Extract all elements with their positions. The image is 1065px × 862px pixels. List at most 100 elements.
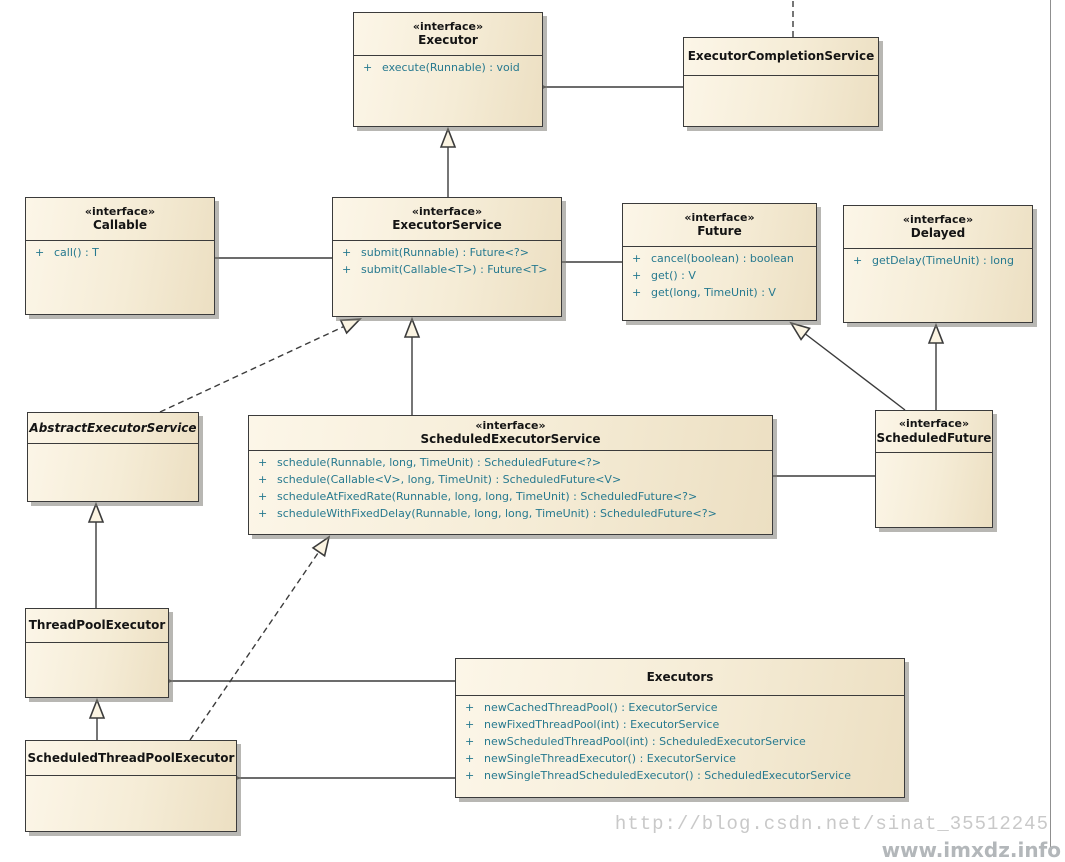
- method-signature: getDelay(TimeUnit) : long: [872, 254, 1014, 267]
- class-scheduled-future: «interface»ScheduledFuture: [875, 410, 993, 528]
- method-row: + newCachedThreadPool() : ExecutorService: [463, 701, 900, 718]
- method-row: + schedule(Runnable, long, TimeUnit) : Sc…: [256, 456, 768, 473]
- method-row: +cancel(boolean) : boolean: [630, 252, 812, 269]
- connector-generalization-scheduled-future-to-future: [791, 323, 906, 411]
- class-executors: Executors + newCachedThreadPool() : Execut…: [455, 658, 905, 798]
- stereotype-label: «interface»: [411, 204, 483, 218]
- visibility-public-symbol: +: [465, 769, 475, 782]
- method-signature: newSingleThreadExecutor() : ExecutorServ…: [484, 752, 736, 765]
- method-signature: newSingleThreadScheduledExecutor() : Sch…: [484, 769, 851, 782]
- class-header: «interface»Future: [623, 204, 816, 247]
- class-name: ScheduledThreadPoolExecutor: [27, 750, 235, 765]
- operations-compartment: + newCachedThreadPool() : ExecutorService…: [456, 696, 904, 797]
- class-header: AbstractExecutorService: [28, 413, 198, 444]
- connector-realization-abstract-executor-service-to-executor-service: [159, 319, 360, 413]
- method-row: + execute(Runnable) : void: [361, 61, 538, 78]
- operations-compartment: + execute(Runnable) : void: [354, 56, 542, 126]
- method-row: + get(long, TimeUnit) : V: [630, 286, 812, 303]
- class-name: ExecutorCompletionService: [687, 49, 875, 63]
- class-header: «interface»ScheduledExecutorService: [249, 416, 772, 451]
- method-row: + submit(Callable<T>) : Future<T>: [340, 263, 557, 280]
- stereotype-label: «interface»: [84, 204, 156, 218]
- method-row: + schedule(Callable<V>, long, TimeUnit) :…: [256, 473, 768, 490]
- visibility-public-symbol: +: [258, 507, 268, 520]
- stereotype-label: «interface»: [475, 418, 546, 432]
- method-signature: submit(Callable<T>) : Future<T>: [361, 263, 548, 276]
- stereotype-label: «interface»: [898, 417, 970, 431]
- operations-compartment: [26, 776, 236, 831]
- method-signature: scheduleWithFixedDelay(Runnable, long, l…: [277, 507, 717, 520]
- class-executor-service: «interface»ExecutorService + submit(Runnab…: [332, 197, 562, 317]
- operations-compartment: [876, 453, 992, 527]
- class-abstract-executor-service: AbstractExecutorService: [27, 412, 199, 502]
- class-name: Future: [697, 224, 742, 239]
- operations-compartment: + getDelay(TimeUnit) : long: [844, 249, 1032, 322]
- class-delayed: «interface»Delayed + getDelay(TimeUnit) : …: [843, 205, 1033, 323]
- class-scheduled-executor-service: «interface»ScheduledExecutorService+sche…: [248, 415, 773, 535]
- method-signature: get(long, TimeUnit) : V: [651, 286, 776, 299]
- method-signature: submit(Runnable) : Future<?>: [361, 246, 529, 259]
- watermark-blog-url: http://blog.csdn.net/sinat_35512245: [614, 813, 1049, 835]
- class-name: Delayed: [910, 226, 966, 241]
- method-row: + newSingleThreadScheduledExecutor() : Sc…: [463, 769, 900, 786]
- operations-compartment: + schedule(Runnable, long, TimeUnit) : Sc…: [249, 451, 772, 534]
- method-row: + getDelay(TimeUnit) : long: [851, 254, 1028, 271]
- visibility-public-symbol: +: [465, 701, 475, 714]
- class-header: ThreadPoolExecutor: [26, 609, 168, 643]
- class-header: ScheduledThreadPoolExecutor: [26, 741, 236, 776]
- method-signature: get() : V: [651, 269, 696, 282]
- class-header: «interface»ExecutorService: [333, 198, 561, 241]
- operations-compartment: +call() : T: [26, 241, 214, 314]
- method-row: + newSingleThreadExecutor() : ExecutorSer…: [463, 752, 900, 769]
- class-scheduled-thread-pool-executor: ScheduledThreadPoolExecutor: [25, 740, 237, 832]
- operations-compartment: [26, 643, 168, 697]
- class-name: Executor: [418, 33, 478, 48]
- method-signature: cancel(boolean) : boolean: [651, 252, 794, 265]
- method-signature: schedule(Callable<V>, long, TimeUnit) : …: [277, 473, 622, 486]
- class-thread-pool-executor: ThreadPoolExecutor: [25, 608, 169, 698]
- class-name: Callable: [92, 218, 148, 233]
- watermark-site: www.imxdz.info: [881, 838, 1061, 862]
- class-name: ThreadPoolExecutor: [28, 618, 166, 632]
- class-executor-completion-service: ExecutorCompletionService: [683, 37, 879, 127]
- method-row: +call() : T: [33, 246, 210, 263]
- visibility-public-symbol: +: [465, 752, 475, 765]
- method-row: + get() : V: [630, 269, 812, 286]
- class-header: «interface»Delayed: [844, 206, 1032, 249]
- stereotype-label: «interface»: [412, 19, 484, 33]
- visibility-public-symbol: +: [258, 456, 268, 469]
- class-name: ScheduledExecutorService: [420, 432, 601, 447]
- class-header: ExecutorCompletionService: [684, 38, 878, 76]
- method-signature: schedule(Runnable, long, TimeUnit) : Sch…: [277, 456, 602, 469]
- visibility-public-symbol: +: [342, 263, 352, 276]
- visibility-public-symbol: +: [853, 254, 863, 267]
- class-header: «interface»Callable: [26, 198, 214, 241]
- stereotype-label: «interface»: [684, 210, 755, 224]
- class-header: Executors: [456, 659, 904, 696]
- method-signature: execute(Runnable) : void: [382, 61, 520, 74]
- visibility-public-symbol: +: [465, 735, 475, 748]
- visibility-public-symbol: +: [632, 269, 642, 282]
- class-name: AbstractExecutorService: [29, 420, 197, 435]
- operations-compartment: [684, 76, 878, 126]
- class-callable: «interface»Callable +call() : T: [25, 197, 215, 315]
- method-row: +newFixedThreadPool(int) : ExecutorServi…: [463, 718, 900, 735]
- stereotype-label: «interface»: [902, 212, 974, 226]
- method-row: +scheduleAtFixedRate(Runnable, long, lon…: [256, 490, 768, 507]
- class-name: ScheduledFuture: [876, 430, 992, 445]
- operations-compartment: [28, 444, 198, 501]
- class-header: «interface»ScheduledFuture: [876, 411, 992, 453]
- method-row: + scheduleWithFixedDelay(Runnable, long, …: [256, 507, 768, 524]
- class-future: «interface»Future+cancel(boolean) : bool…: [622, 203, 817, 321]
- operations-compartment: + submit(Runnable) : Future<?> + submit(Cal…: [333, 241, 561, 316]
- visibility-public-symbol: +: [363, 61, 373, 74]
- visibility-public-symbol: +: [35, 246, 45, 259]
- method-signature: newCachedThreadPool() : ExecutorService: [484, 701, 718, 714]
- connector-realization-scheduled-thread-pool-executor-to-scheduled-executor-service: [189, 537, 329, 741]
- visibility-public-symbol: +: [258, 473, 268, 486]
- visibility-public-symbol: +: [632, 286, 642, 299]
- method-row: + newScheduledThreadPool(int) : Scheduled…: [463, 735, 900, 752]
- visibility-public-symbol: +: [465, 718, 475, 731]
- method-signature: newScheduledThreadPool(int) : ScheduledE…: [484, 735, 806, 748]
